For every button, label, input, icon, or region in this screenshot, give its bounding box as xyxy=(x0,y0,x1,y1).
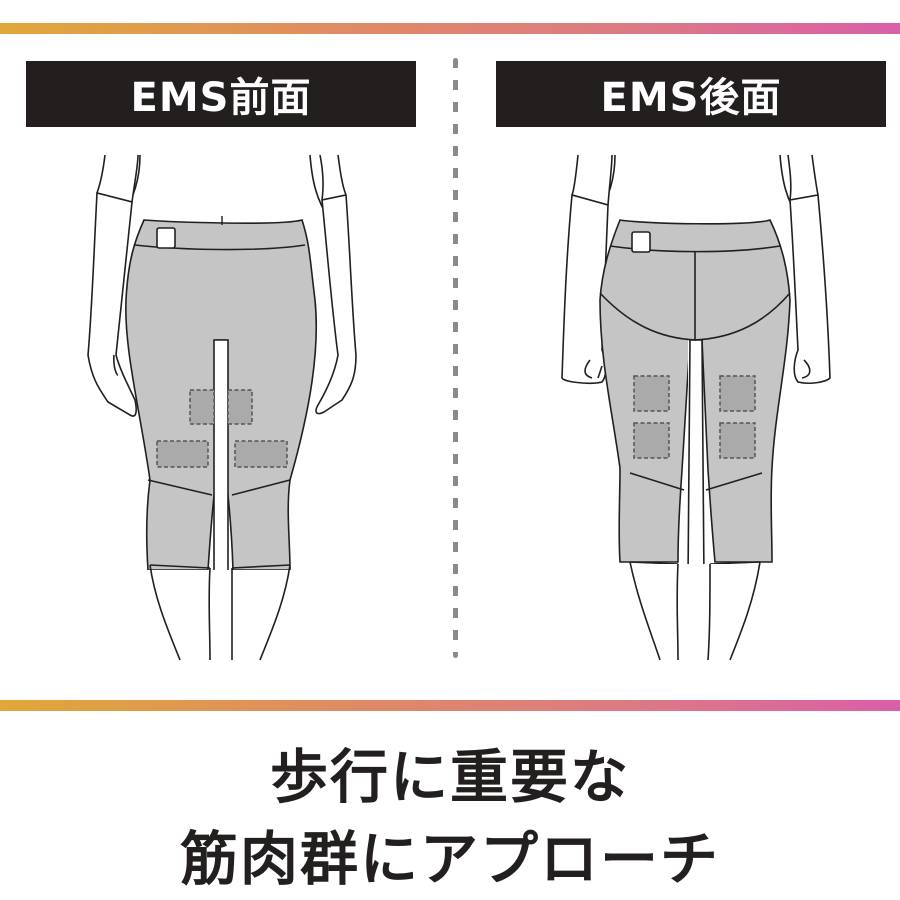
front-ems-pads xyxy=(156,389,288,468)
back-panel-label: EMS後面 xyxy=(496,61,886,127)
back-label-text: EMS後面 xyxy=(600,75,782,121)
ems-controller-icon xyxy=(156,227,176,249)
back-ems-pads xyxy=(633,375,756,459)
back-leggings-illustration xyxy=(561,154,831,670)
headline-line-2: 筋肉群にアプローチ xyxy=(179,825,720,893)
front-garment xyxy=(125,219,318,571)
headline-line-1: 歩行に重要な xyxy=(269,743,630,811)
back-garment xyxy=(599,219,791,563)
ems-controller-icon xyxy=(631,231,651,253)
top-gradient-bar xyxy=(0,23,900,34)
front-panel-label: EMS前面 xyxy=(26,61,416,127)
front-label-text: EMS前面 xyxy=(130,75,312,121)
front-leggings-illustration xyxy=(87,154,357,670)
dashed-divider xyxy=(453,58,458,658)
middle-gradient-bar xyxy=(0,700,900,711)
